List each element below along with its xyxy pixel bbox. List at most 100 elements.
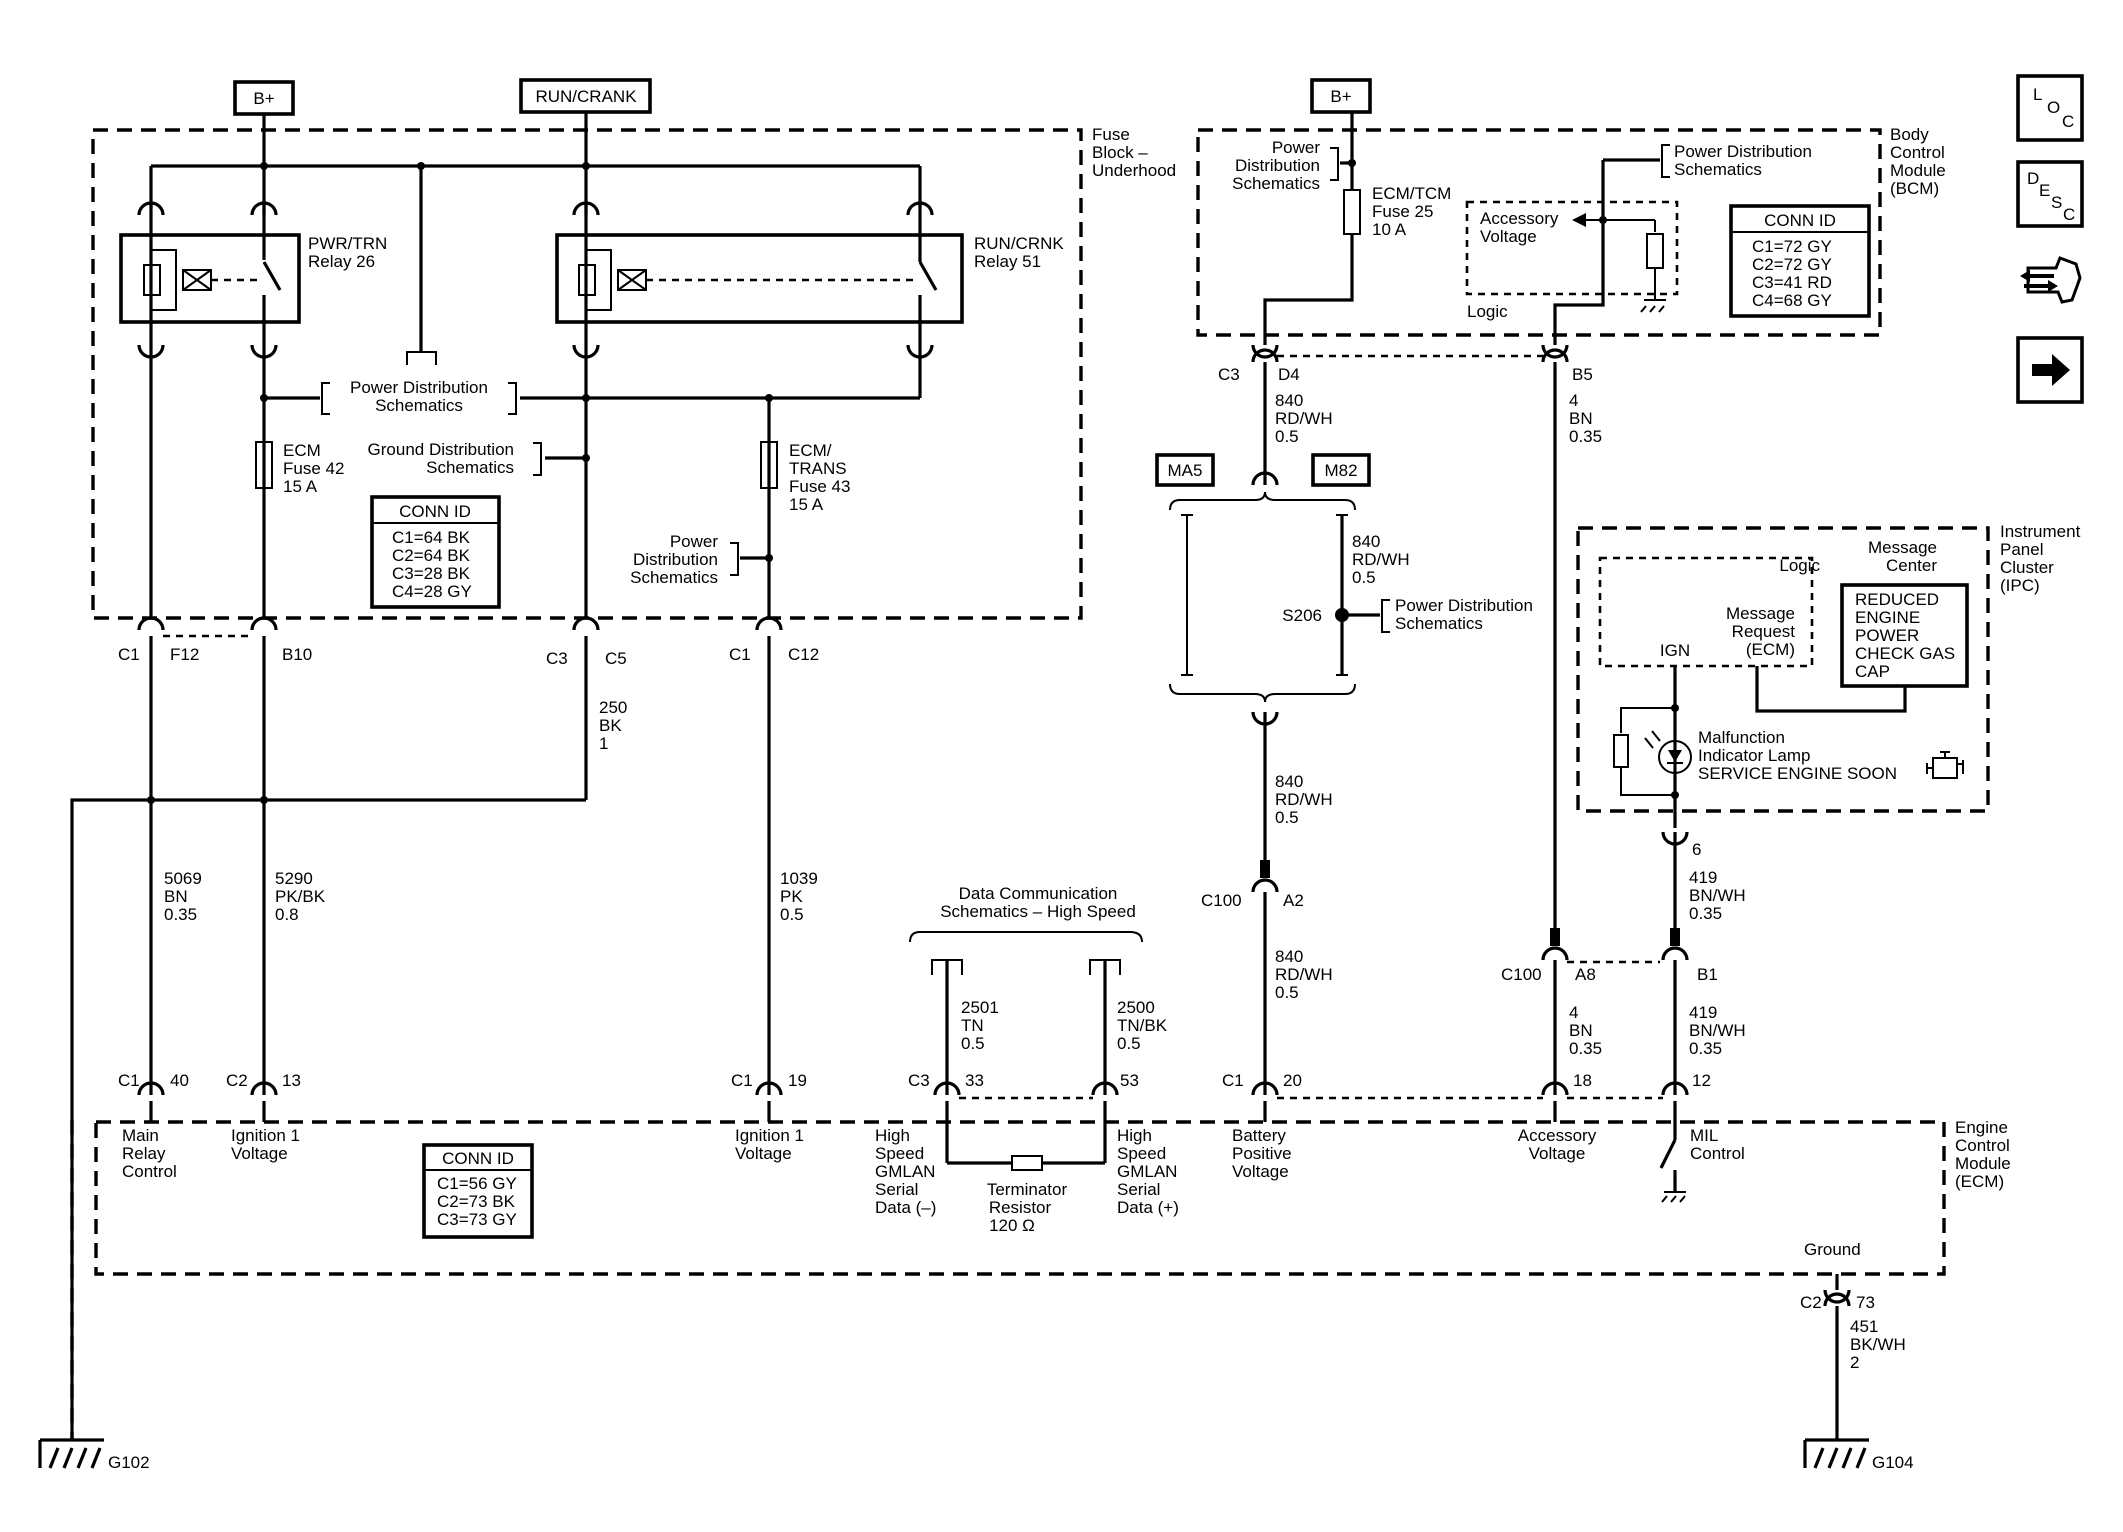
ma5-label-box — [1155, 453, 1215, 487]
gnd-dist-2: Schematics — [426, 458, 514, 477]
ecm-batt-1: Battery — [1232, 1126, 1286, 1145]
ipc-msg-5: CAP — [1855, 662, 1890, 681]
wire-5069-color: BN — [164, 887, 188, 906]
wire-419b-num: 419 — [1689, 1003, 1717, 1022]
conn-fb-c5: C5 — [605, 649, 627, 668]
bcm-pds-2-b: Schematics — [1674, 160, 1762, 179]
ecm-ign1-a-1: Ignition 1 — [231, 1126, 300, 1145]
ecm-ign1-a-2: Voltage — [231, 1144, 288, 1163]
ecm-hs-pos-3: GMLAN — [1117, 1162, 1177, 1181]
wire-2500-num: 2500 — [1117, 998, 1155, 1017]
wire-451-size: 2 — [1850, 1353, 1859, 1372]
bcm-pds-1-c: Schematics — [1232, 174, 1320, 193]
g102-label: G102 — [108, 1453, 150, 1472]
fb-pds-2-b: Distribution — [633, 550, 718, 569]
wire-1039-num: 1039 — [780, 869, 818, 888]
wire-4b-color: BN — [1569, 1021, 1593, 1040]
engine-icon — [1926, 751, 1964, 779]
ecm-mil-2: Control — [1690, 1144, 1745, 1163]
wire-250-color: BK — [599, 716, 622, 735]
loc-icon[interactable]: L O C — [2016, 74, 2084, 142]
conn-ecm-12: 12 — [1692, 1071, 1711, 1090]
conn-ecm-c1-c: C1 — [1222, 1071, 1244, 1090]
ecm-conn-3: C3=73 GY — [437, 1210, 517, 1229]
pwr-trn-relay-26: PWR/TRN Relay 26 — [119, 201, 387, 359]
fuse-block-title-3: Underhood — [1092, 161, 1176, 180]
bcm-title-3: Module — [1890, 161, 1946, 180]
wire-840c-color: RD/WH — [1275, 790, 1333, 809]
harness-icon[interactable] — [2018, 248, 2082, 312]
desc-glyph-s: S — [2051, 193, 2062, 212]
conn-fb-c12: C12 — [788, 645, 819, 664]
ground-g102: G102 — [38, 1438, 150, 1472]
conn-ecm-33: 33 — [965, 1071, 984, 1090]
desc-glyph-d: D — [2027, 169, 2039, 188]
bcm-conn-id-table: CONN ID C1=72 GY C2=72 GY C3=41 RD C4=68… — [1729, 204, 1871, 318]
wire-2501-num: 2501 — [961, 998, 999, 1017]
wire-840-path: 840 RD/WH 0.5 MA5 M82 840 RD/WH 0.5 S206… — [1155, 362, 1533, 1095]
run-crnk-relay-51: RUN/CRNK Relay 51 — [555, 201, 1064, 359]
loc-glyph-o: O — [2047, 98, 2060, 117]
fb-conn-4: C4=28 GY — [392, 582, 472, 601]
conn-c100-b1: B1 — [1697, 965, 1718, 984]
ecm-hs-neg-3: GMLAN — [875, 1162, 935, 1181]
ipc-mil-1: Malfunction — [1698, 728, 1785, 747]
ecm-fuse-label-1: ECM — [283, 441, 321, 460]
ecm-conn-2: C2=73 BK — [437, 1192, 516, 1211]
fb-conn-1: C1=64 BK — [392, 528, 471, 547]
conn-ecm-13: 13 — [282, 1071, 301, 1090]
ipc-title-4: (IPC) — [2000, 576, 2040, 595]
conn-ecm-gnd-c2: C2 — [1800, 1293, 1822, 1312]
conn-ecm-c1-b: C1 — [731, 1071, 753, 1090]
conn-ecm-53: 53 — [1120, 1071, 1139, 1090]
desc-icon[interactable]: D E S C — [2016, 160, 2084, 228]
ecm-term-2: Resistor — [989, 1198, 1052, 1217]
bcm-logic-box — [1465, 200, 1679, 296]
wire-5069-size: 0.35 — [164, 905, 197, 924]
ecm-hs-neg-1: High — [875, 1126, 910, 1145]
next-arrow-icon[interactable] — [2016, 336, 2084, 404]
ipc-msg-4: CHECK GAS — [1855, 644, 1955, 663]
conn-ecm-c1-a: C1 — [118, 1071, 140, 1090]
splice-pds-b: Schematics — [1395, 614, 1483, 633]
body-control-module: Body Control Module (BCM) B+ Power Distr… — [1196, 78, 1946, 345]
desc-glyph-e: E — [2039, 181, 2050, 200]
m82-label: M82 — [1324, 461, 1357, 480]
ipc-title-1: Instrument — [2000, 522, 2081, 541]
bcm-fuse-label-2: Fuse 25 — [1372, 202, 1433, 221]
conn-c100-a2: A2 — [1283, 891, 1304, 910]
bcm-pds-1-b: Distribution — [1235, 156, 1320, 175]
s206-label: S206 — [1282, 606, 1322, 625]
ipc-msg-2: ENGINE — [1855, 608, 1920, 627]
ecm-main-relay-1: Main — [122, 1126, 159, 1145]
conn-ecm-18: 18 — [1573, 1071, 1592, 1090]
conn-fb-c1: C1 — [118, 645, 140, 664]
ecm-term-1: Terminator — [987, 1180, 1068, 1199]
run-relay-label-2: Relay 51 — [974, 252, 1041, 271]
conn-fb-f12: F12 — [170, 645, 199, 664]
wire-419a-size: 0.35 — [1689, 904, 1722, 923]
bcm-pds-1-a: Power — [1272, 138, 1321, 157]
conn-c100-a: C100 — [1201, 891, 1242, 910]
wire-451-color: BK/WH — [1850, 1335, 1906, 1354]
wire-250-size: 1 — [599, 734, 608, 753]
ecm-trans-label-3: Fuse 43 — [789, 477, 850, 496]
loc-glyph-l: L — [2033, 85, 2042, 104]
ipc-msg-center-1: Message — [1868, 538, 1937, 557]
ecm-trans-label-4: 15 A — [789, 495, 824, 514]
gnd-dist-1: Ground Distribution — [368, 440, 514, 459]
conn-ecm-19: 19 — [788, 1071, 807, 1090]
fb-pds-1-b: Schematics — [375, 396, 463, 415]
fb-pds-2-c: Schematics — [630, 568, 718, 587]
conn-bcm-c3: C3 — [1218, 365, 1240, 384]
run-relay-label-1: RUN/CRNK — [974, 234, 1064, 253]
wire-1039-size: 0.5 — [780, 905, 804, 924]
bcm-title-2: Control — [1890, 143, 1945, 162]
ecm-hs-pos-4: Serial — [1117, 1180, 1160, 1199]
bcm-acc-2: Voltage — [1480, 227, 1537, 246]
fuse-block-title-2: Block – — [1092, 143, 1148, 162]
wire-419b-color: BN/WH — [1689, 1021, 1746, 1040]
desc-glyph-c: C — [2063, 205, 2075, 224]
ecm-trans-label-2: TRANS — [789, 459, 847, 478]
